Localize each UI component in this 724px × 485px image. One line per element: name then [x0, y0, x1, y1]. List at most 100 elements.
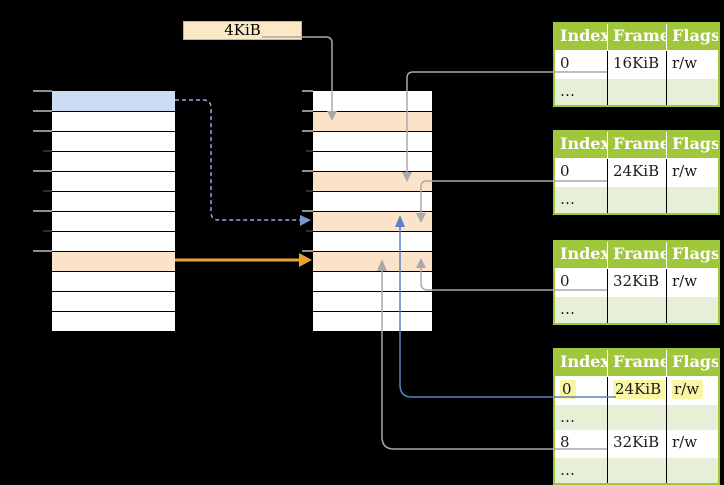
index-value-highlighted: 0 — [560, 380, 576, 399]
table-row: 0 32KiB r/w — [555, 269, 718, 297]
index-value: 8 — [560, 433, 570, 451]
cell-frame — [608, 458, 667, 483]
cell-flags: r/w — [667, 430, 718, 458]
cell-frame: 32KiB — [608, 269, 667, 297]
tick-mark — [306, 150, 313, 152]
cell-index: 0 — [555, 377, 608, 405]
header-frame: Frame — [608, 242, 667, 268]
physical-memory-column — [311, 89, 434, 333]
physical-frame-cell — [313, 151, 432, 171]
tick-mark — [33, 90, 52, 92]
physical-frame-cell — [313, 171, 432, 191]
table-header-row: Index Frame Flags — [555, 24, 718, 51]
cell-index: … — [555, 458, 608, 483]
virtual-page-cell — [52, 271, 175, 291]
page-size-label: 4KiB — [183, 21, 302, 40]
cell-flags — [667, 405, 718, 430]
frame-value-highlighted: 24KiB — [613, 380, 666, 399]
header-index: Index — [555, 242, 608, 268]
cell-index: 0 — [555, 269, 608, 297]
tick-mark — [33, 250, 52, 252]
table-row-highlighted: 0 24KiB r/w — [555, 377, 718, 405]
physical-frame-cell — [313, 211, 432, 231]
tick-mark — [43, 150, 52, 152]
physical-frame-cell — [313, 191, 432, 211]
header-flags: Flags — [672, 26, 718, 45]
frame-value: 32KiB — [613, 433, 660, 451]
cell-index: 0 — [555, 159, 608, 187]
flags-value: r/w — [672, 162, 698, 180]
header-frame: Frame — [608, 132, 667, 158]
table-row-ellipsis: … — [555, 79, 718, 105]
virtual-page-cell — [52, 231, 175, 251]
physical-frame-cell — [313, 251, 432, 271]
physical-frame-cell — [313, 311, 432, 331]
virtual-memory-column — [50, 89, 177, 333]
virtual-page-cell — [52, 171, 175, 191]
cell-index: … — [555, 297, 608, 323]
table-row: 8 32KiB r/w — [555, 430, 718, 458]
header-flags: Flags — [672, 352, 718, 371]
cell-flags — [667, 458, 718, 483]
virtual-to-physical-dashed-connector — [175, 99, 300, 221]
virtual-page-cell — [52, 191, 175, 211]
tick-mark — [302, 90, 313, 92]
index-value: 0 — [560, 162, 570, 180]
virtual-page-cell — [52, 151, 175, 171]
table-header-row: Index Frame Flags — [555, 350, 718, 377]
tick-mark — [306, 190, 313, 192]
table-row-ellipsis: … — [555, 405, 718, 430]
table-header-row: Index Frame Flags — [555, 242, 718, 269]
page-table-16kib: Index Frame Flags 0 16KiB r/w … — [553, 22, 720, 107]
header-index: Index — [555, 24, 608, 50]
tick-mark — [33, 170, 52, 172]
cell-index: 8 — [555, 430, 608, 458]
cell-flags: r/w — [667, 269, 718, 297]
header-frame: Frame — [608, 24, 667, 50]
cell-frame: 16KiB — [608, 51, 667, 79]
cell-frame: 32KiB — [608, 430, 667, 458]
table-row-ellipsis: … — [555, 458, 718, 483]
tick-mark — [302, 210, 313, 212]
virtual-page-cell — [52, 291, 175, 311]
tick-mark — [302, 170, 313, 172]
tick-mark — [33, 130, 52, 132]
cell-flags — [667, 297, 718, 323]
physical-frame-cell — [313, 91, 432, 111]
physical-frame-cell — [313, 111, 432, 131]
virtual-page-cell — [52, 111, 175, 131]
header-frame: Frame — [608, 350, 667, 376]
header-index: Index — [555, 350, 608, 376]
tick-mark — [302, 250, 313, 252]
virtual-page-cell — [52, 211, 175, 231]
virtual-page-cell — [52, 91, 175, 111]
index-value: 0 — [560, 272, 570, 290]
cell-flags: r/w — [667, 159, 718, 187]
cell-frame — [608, 297, 667, 323]
tick-mark — [43, 230, 52, 232]
virtual-page-cell — [52, 311, 175, 331]
flags-value-highlighted: r/w — [672, 380, 704, 399]
cell-frame: 24KiB — [608, 377, 667, 405]
tick-mark — [33, 210, 52, 212]
tick-mark — [33, 110, 52, 112]
physical-frame-cell — [313, 231, 432, 251]
index-value: 0 — [560, 54, 570, 72]
cell-flags: r/w — [667, 51, 718, 79]
level1-page-table: Index Frame Flags 0 24KiB r/w … 8 32KiB … — [553, 348, 720, 485]
flags-value: r/w — [672, 54, 698, 72]
virtual-page-cell — [52, 131, 175, 151]
cell-flags — [667, 79, 718, 105]
tick-mark — [302, 130, 313, 132]
physical-frame-cell — [313, 291, 432, 311]
cell-index: 0 — [555, 51, 608, 79]
flags-value: r/w — [672, 433, 698, 451]
cell-index: … — [555, 405, 608, 430]
cell-index: … — [555, 187, 608, 213]
cell-index: … — [555, 79, 608, 105]
frame-value: 32KiB — [613, 272, 660, 290]
cell-flags: r/w — [667, 377, 718, 405]
cell-frame — [608, 187, 667, 213]
header-index: Index — [555, 132, 608, 158]
